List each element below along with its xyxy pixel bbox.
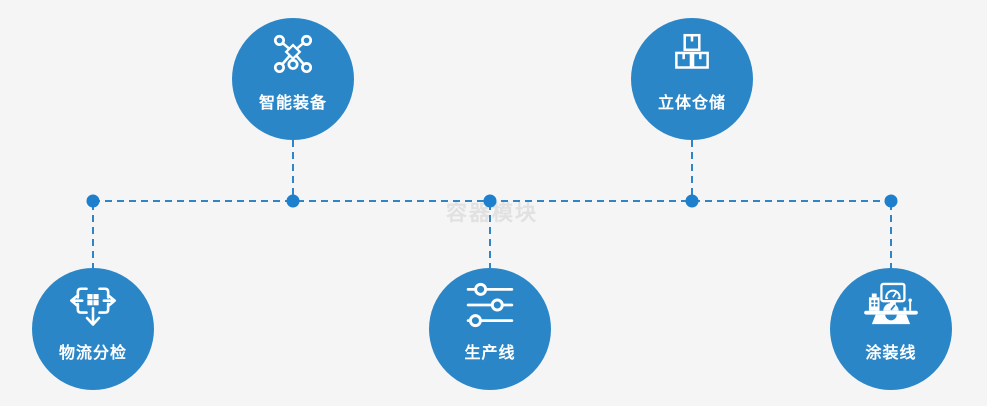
node-smart-equipment[interactable]: 智能装备: [232, 18, 354, 140]
node-logistics-sorting[interactable]: 物流分检: [32, 268, 154, 390]
sliders-icon: [465, 280, 515, 330]
sorting-arrows-icon: [67, 280, 119, 330]
connector-dot: [86, 194, 100, 208]
connector-dot: [685, 194, 699, 208]
connector-dot: [884, 194, 898, 208]
watermark-text: 容器模块: [446, 202, 538, 225]
stacked-boxes-icon: [667, 30, 717, 80]
node-label: 立体仓储: [657, 95, 726, 112]
node-coating-line[interactable]: 涂装线: [830, 268, 952, 390]
network-nodes-icon: [268, 30, 318, 80]
node-label: 涂装线: [865, 345, 917, 362]
node-label: 智能装备: [258, 95, 327, 112]
connector-dot: [483, 194, 497, 208]
control-console-icon: [859, 280, 923, 330]
node-label: 物流分检: [58, 345, 127, 362]
connector-dot: [286, 194, 300, 208]
node-label: 生产线: [464, 345, 516, 362]
node-production-line[interactable]: 生产线: [429, 268, 551, 390]
node-stereo-warehouse[interactable]: 立体仓储: [631, 18, 753, 140]
